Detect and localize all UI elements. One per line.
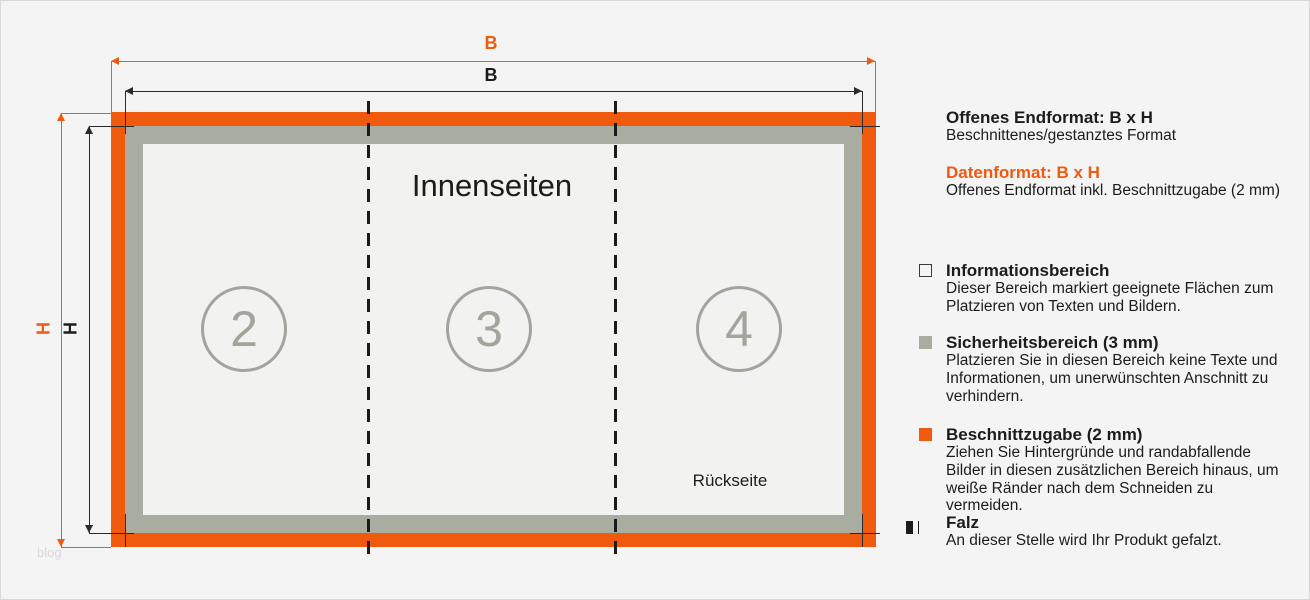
dim-ext-line — [875, 61, 876, 113]
dim-ext-line — [862, 91, 863, 134]
dim-line-h-inner — [89, 126, 90, 533]
crop-mark — [850, 126, 880, 127]
legend-header-datenformat: Datenformat: B x H Offenes Endformat ink… — [946, 163, 1296, 200]
page-number-circle: 4 — [696, 286, 782, 372]
dim-ext-line — [89, 533, 134, 534]
legend-item-desc: Dieser Bereich markiert geeignete Fläche… — [946, 280, 1274, 315]
outline-square-swatch-icon — [919, 264, 932, 277]
legend-item-title: Sicherheitsbereich (3 mm) — [946, 333, 1159, 352]
diagram-title: Innenseiten — [411, 168, 573, 203]
dim-label-b-outer: B — [484, 33, 498, 53]
dim-line-b-inner — [125, 91, 862, 92]
arrow-up-icon — [85, 126, 93, 134]
dim-label-h-outer: H — [33, 322, 54, 335]
dim-line-b-outer — [111, 61, 875, 62]
dim-line-h-outer — [61, 113, 62, 547]
legend-header-title: Offenes Endformat: B x H — [946, 108, 1153, 127]
arrow-up-icon — [57, 113, 65, 121]
legend-header-title: Datenformat: B x H — [946, 163, 1100, 182]
page-number: 4 — [725, 301, 753, 357]
dim-label-b-inner: B — [484, 65, 498, 85]
arrow-right-icon — [867, 57, 875, 65]
dim-ext-line — [61, 113, 111, 114]
legend-item-informationsbereich: Informationsbereich Dieser Bereich marki… — [919, 261, 1291, 316]
orange-square-swatch-icon — [919, 428, 932, 441]
crop-mark — [862, 514, 863, 547]
legend-item-desc: Platzieren Sie in diesen Bereich keine T… — [946, 352, 1278, 405]
dim-ext-line — [125, 91, 126, 134]
legend-item-falz: Falz An dieser Stelle wird Ihr Produkt g… — [906, 513, 1291, 550]
page-number-circle: 3 — [446, 286, 532, 372]
legend-item-title: Falz — [946, 513, 980, 532]
dashed-line-swatch-icon — [906, 521, 919, 534]
legend-header-endformat: Offenes Endformat: B x H Beschnittenes/g… — [946, 108, 1296, 145]
legend-header-desc: Offenes Endformat inkl. Beschnittzugabe … — [946, 182, 1280, 199]
dim-label-h-inner: H — [60, 322, 81, 335]
legend-header-desc: Beschnittenes/gestanztes Format — [946, 127, 1177, 144]
page-number-circle: 2 — [201, 286, 287, 372]
legend-item-desc: An dieser Stelle wird Ihr Produkt gefalz… — [946, 532, 1222, 549]
dim-ext-line — [111, 61, 112, 113]
legend-item-beschnittzugabe: Beschnittzugabe (2 mm) Ziehen Sie Hinter… — [919, 425, 1291, 515]
crop-mark — [125, 514, 126, 547]
legend-item-sicherheitsbereich: Sicherheitsbereich (3 mm) Platzieren Sie… — [919, 333, 1291, 405]
watermark: blog — [37, 545, 62, 560]
page-number: 3 — [475, 301, 503, 357]
legend-item-desc: Ziehen Sie Hintergründe und randabfallen… — [946, 444, 1279, 515]
arrow-down-icon — [85, 525, 93, 533]
arrow-right-icon — [854, 87, 862, 95]
dim-ext-line — [61, 547, 111, 548]
legend-item-title: Beschnittzugabe (2 mm) — [946, 425, 1143, 444]
arrow-down-icon — [57, 539, 65, 547]
dim-ext-line — [89, 126, 134, 127]
fold-line-right — [614, 101, 617, 563]
legend-item-title: Informationsbereich — [946, 261, 1110, 280]
fold-line-left — [367, 101, 370, 563]
back-side-label: Rückseite — [692, 471, 768, 490]
arrow-left-icon — [111, 57, 119, 65]
arrow-left-icon — [125, 87, 133, 95]
crop-mark — [850, 533, 880, 534]
page-number: 2 — [230, 301, 258, 357]
gray-square-swatch-icon — [919, 336, 932, 349]
